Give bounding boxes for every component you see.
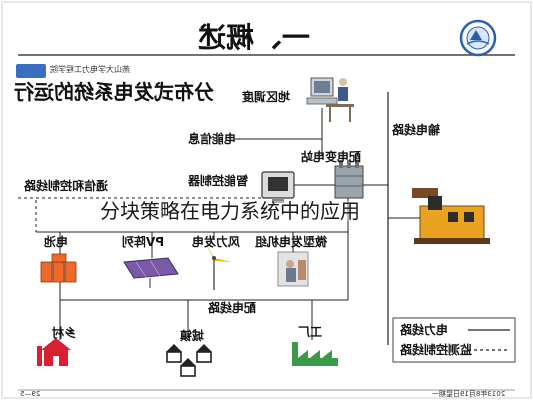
wind-turbine-icon [204,240,232,290]
legend-box [392,317,516,363]
factory-icon [292,342,338,366]
legend-power-line-label: 电力线路 [400,323,449,337]
school-logo [16,64,46,78]
legend-monitor-line-label: 监测控制线路 [400,343,473,357]
village-house-icon [37,338,71,366]
comm-control-line-label: 通信和控制线路 [24,179,109,193]
distribution-substation-label: 配电变电站 [301,150,362,164]
footer-date: 2013年8月19日星期一 [432,390,506,398]
pv-array-label: PV阵列 [122,235,165,249]
micro-generator-icon [277,251,309,287]
regional-dispatch-label: 地区调度 [242,90,291,104]
power-plant-icon [388,188,490,244]
distribution-line-label: 配电线路 [208,301,257,315]
smart-controller-label: 智能控制器 [188,174,249,188]
town-houses-icon [166,344,212,377]
slide-subtitle: 分布式发电系统的运行 [14,80,214,104]
computer-workstation-icon [306,77,354,122]
overlay-caption: 分块策略在电力系统中的应用 [100,199,360,223]
factory-label: 工厂 [298,325,323,339]
slide-title: 一、概述 [198,21,311,54]
micro-generator-label: 微型发电机组 [255,235,328,249]
pv-panel-icon [123,257,179,288]
footer-page-number: 29—5 [20,390,41,398]
wind-power-label: 风力发电 [192,235,241,249]
transformer-icon [334,160,364,199]
smart-controller-icon [261,171,295,203]
battery-label: 电池 [44,235,69,249]
village-label: 乡村 [52,326,77,340]
school-name: 燕山大学电力工程学院 [50,65,130,74]
town-label: 城镇 [180,329,205,343]
transmission-line-label: 输电线路 [392,123,441,137]
power-info-label: 电能信息 [188,132,237,146]
battery-icon [40,253,77,283]
university-seal-icon [459,19,497,57]
